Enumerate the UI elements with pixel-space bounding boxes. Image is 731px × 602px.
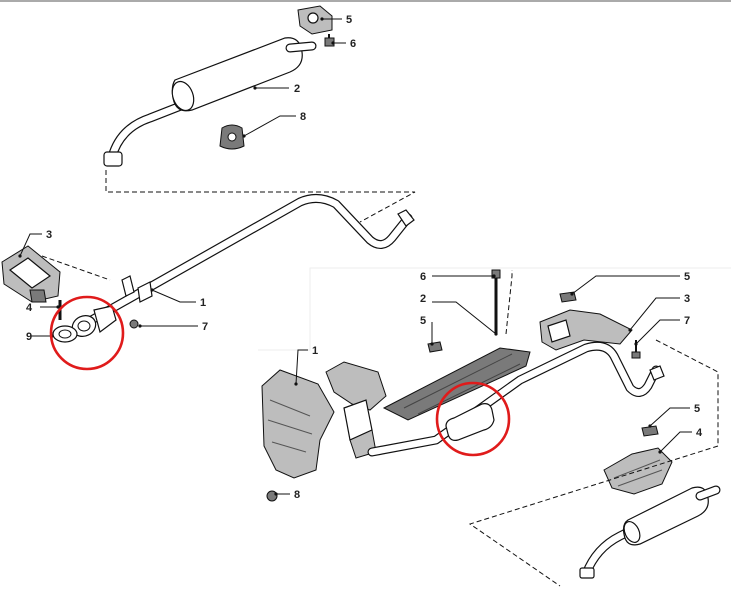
callout-right-8: 8 — [294, 489, 300, 501]
callout-right-1: 1 — [312, 345, 318, 357]
stud-right — [491, 269, 501, 334]
highlight-circle-right — [435, 381, 511, 457]
callout-leaders-right — [274, 274, 692, 496]
callout-left-5: 5 — [346, 14, 352, 26]
heat-shield-bracket-right — [539, 309, 633, 351]
right-assembly: 1 6 2 5 5 3 7 5 4 8 — [261, 269, 721, 587]
bolt-right-7 — [631, 340, 641, 359]
callout-right-5c: 5 — [694, 403, 700, 415]
rear-muffler — [103, 37, 317, 167]
rubber-mount — [219, 124, 245, 150]
connection-line-bracket — [41, 255, 111, 281]
front-pipe — [71, 194, 415, 337]
underbody-heat-shield — [382, 347, 531, 421]
connection-line-top — [105, 170, 416, 223]
callout-right-2: 2 — [420, 293, 426, 305]
callout-right-6: 6 — [420, 271, 426, 283]
callout-labels-right: 1 6 2 5 5 3 7 5 4 8 — [294, 271, 703, 501]
callout-right-7: 7 — [684, 315, 690, 327]
clip-5b — [559, 291, 577, 303]
callout-left-2: 2 — [294, 83, 300, 95]
callout-right-5a: 5 — [420, 315, 426, 327]
callout-left-8: 8 — [300, 111, 306, 123]
highlight-circle-left — [49, 295, 125, 371]
callout-left-9: 9 — [26, 331, 32, 343]
connection-line-right-3 — [505, 270, 513, 335]
heat-shield-bracket-left — [1, 245, 61, 303]
connection-line-right-1 — [655, 339, 719, 446]
exhaust-manifold — [325, 361, 387, 459]
manifold-heat-shield — [261, 369, 335, 479]
callout-left-7: 7 — [202, 321, 208, 333]
rear-muffler-right — [579, 485, 721, 579]
nut-left — [129, 319, 139, 329]
clip-5a — [427, 341, 443, 353]
callout-right-3: 3 — [684, 293, 690, 305]
panel-divider — [258, 267, 731, 351]
callout-left-1: 1 — [200, 297, 206, 309]
hanger-bracket-top — [297, 5, 333, 35]
callout-right-5b: 5 — [684, 271, 690, 283]
callout-right-4: 4 — [696, 427, 703, 439]
connection-line-right-2 — [468, 445, 719, 587]
callout-left-4: 4 — [26, 302, 33, 314]
callout-left-3: 3 — [46, 229, 52, 241]
callout-left-6: 6 — [350, 38, 356, 50]
callout-labels-left: 5 6 2 8 3 4 9 1 7 — [26, 14, 356, 343]
left-assembly: 5 6 2 8 3 4 9 1 7 — [1, 5, 416, 371]
main-exhaust-pipe — [367, 341, 665, 457]
gasket — [52, 325, 78, 343]
